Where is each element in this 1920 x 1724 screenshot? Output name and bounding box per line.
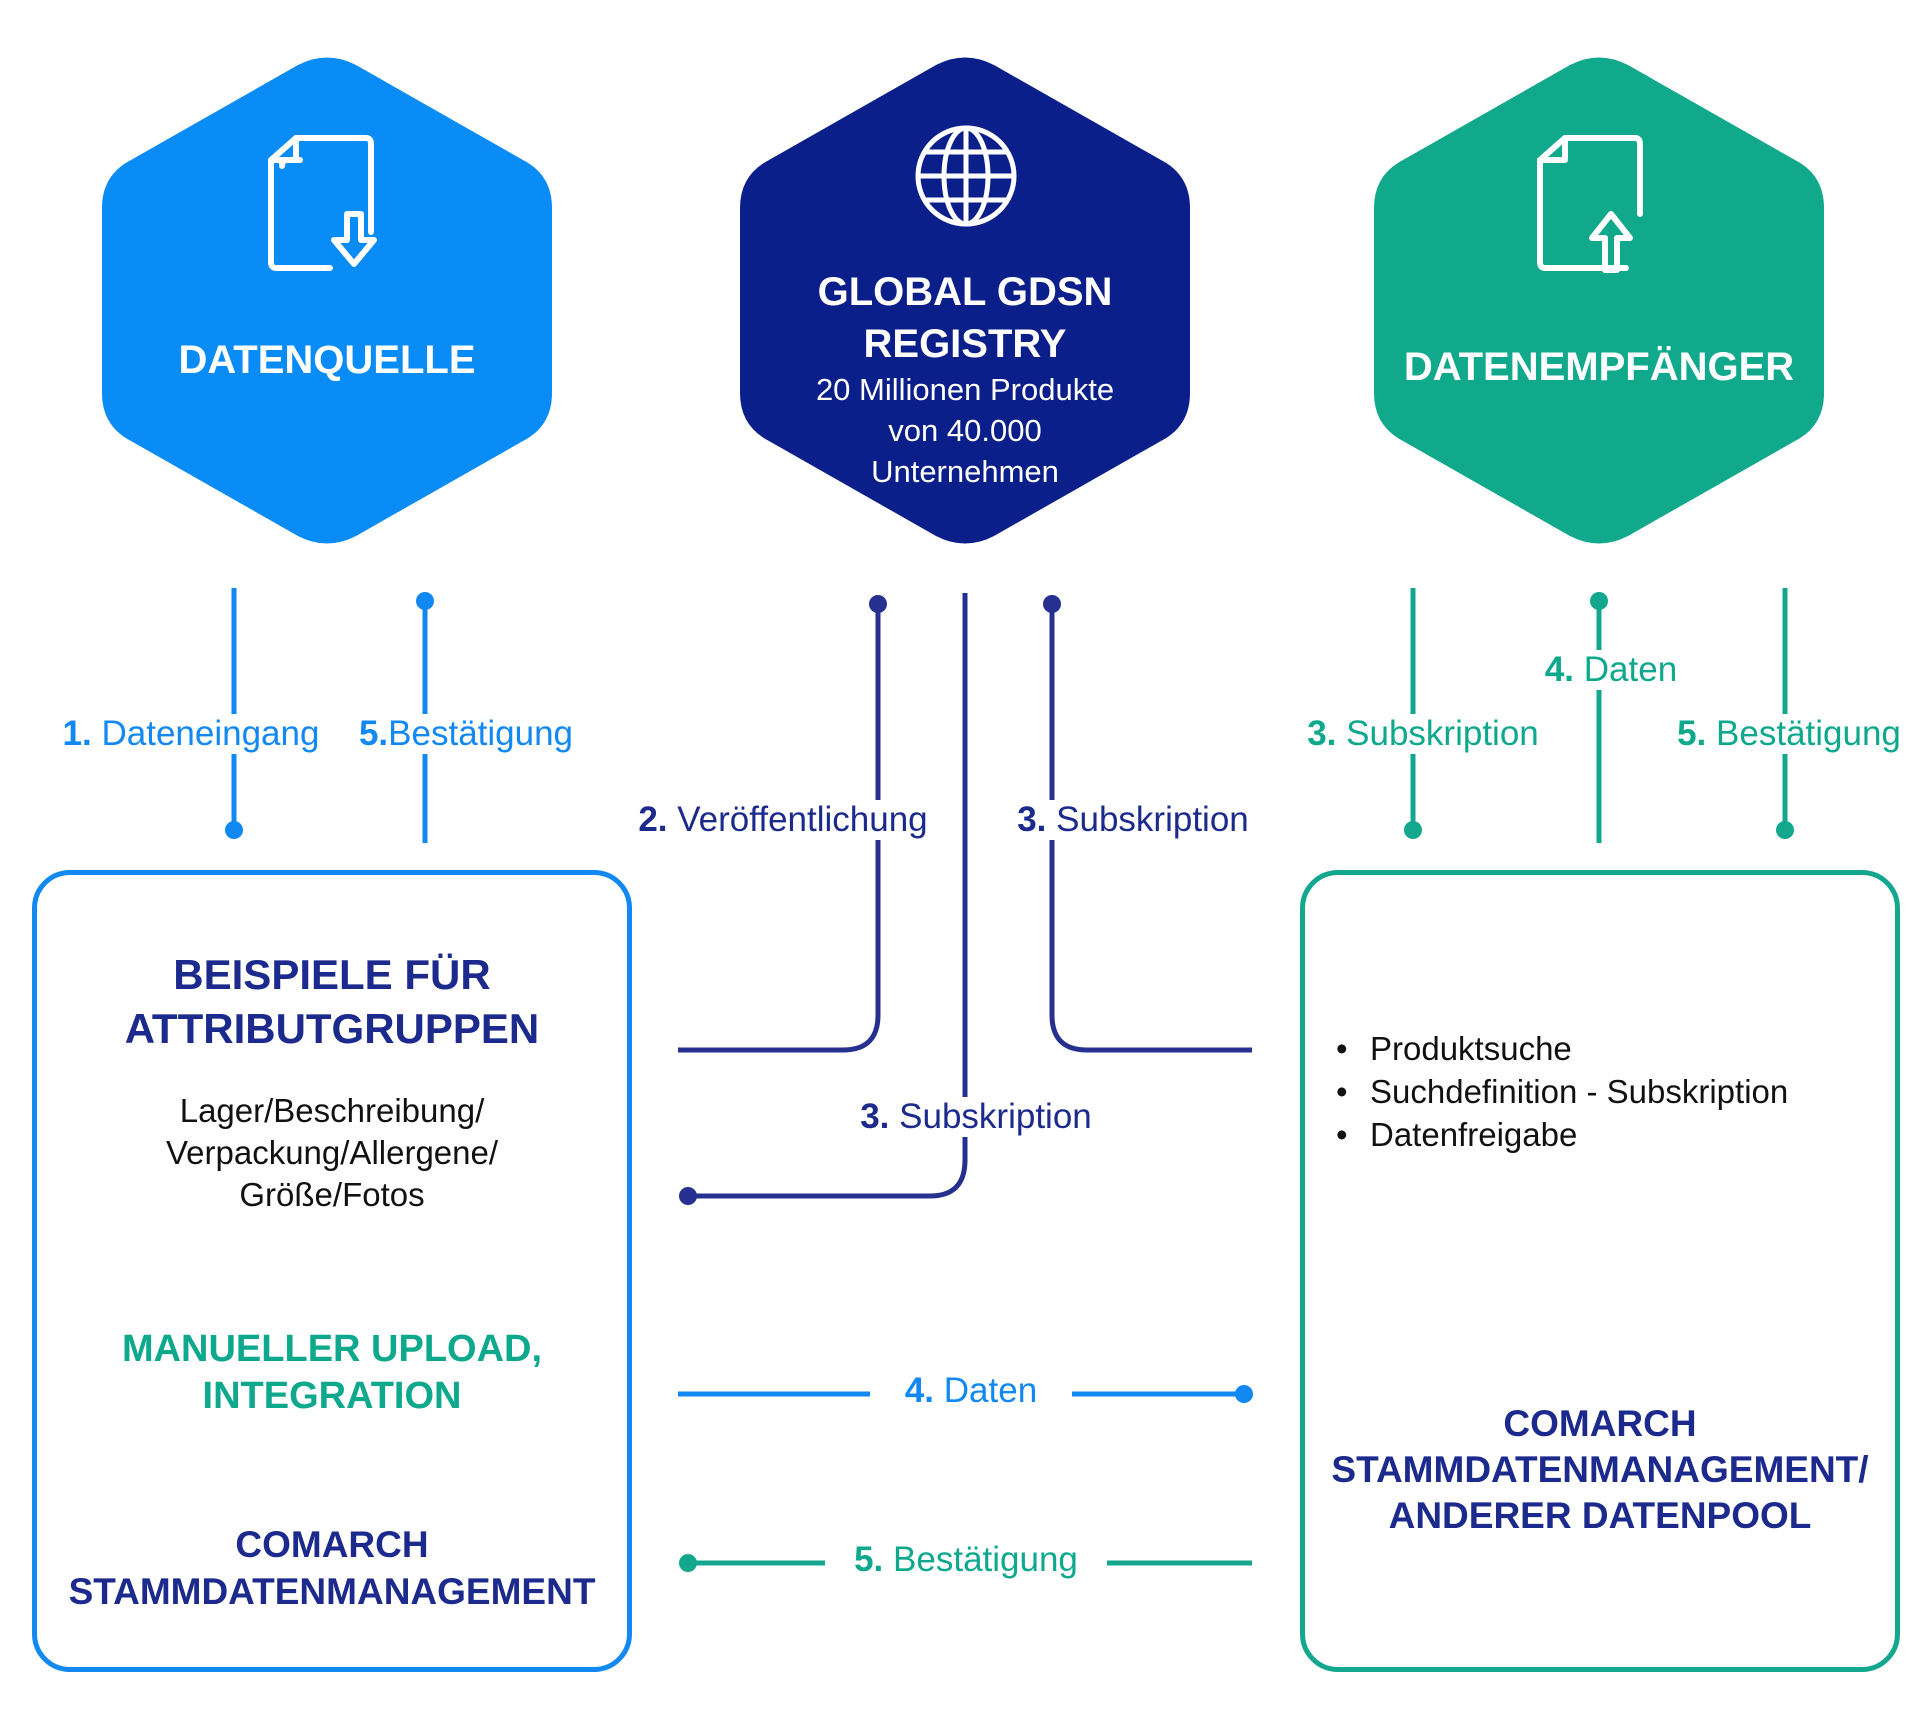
left-system-line1: COMARCH [235, 1524, 429, 1565]
document-upload-icon [1537, 135, 1643, 273]
bullet-glyph: • [1336, 1073, 1348, 1110]
datenempfaenger-label: DATENEMPFÄNGER [1403, 345, 1795, 389]
flow-number: 4. [1544, 650, 1575, 689]
globe-icon [915, 125, 1017, 227]
flow-number: 5. [358, 714, 389, 753]
hexagon-gdsn-registry [740, 57, 1190, 544]
flow-number: 5. [854, 1540, 884, 1579]
right-system-line2: STAMMDATENMANAGEMENT/ [1331, 1449, 1869, 1490]
registry-sub-line1: 20 Millionen Produkte [815, 372, 1115, 407]
examples-line2: Verpackung/Allergene/ [165, 1134, 499, 1171]
hexagon-datenquelle [102, 57, 552, 544]
connector-subskription-right [1404, 588, 1422, 839]
flow-label-subskription-center: 3. Subskription [992, 800, 1274, 840]
flow-label-subskription-lower: 3. Subskription [835, 1097, 1117, 1137]
flow-label-veroeffentlichung: 2. Veröffentlichung [612, 800, 954, 840]
flow-number: 3. [1307, 714, 1337, 753]
examples-line1: Lager/Beschreibung/ [179, 1092, 485, 1129]
flow-text: Dateneingang [101, 714, 320, 753]
upload-line1: MANUELLER UPLOAD, [121, 1328, 543, 1370]
list-item: • Suchdefinition - Subskription [1336, 1070, 1788, 1113]
flow-text: Veröffentlichung [677, 800, 928, 839]
flow-text: Daten [943, 1371, 1038, 1410]
connector-bestaetigung-right [1776, 588, 1794, 839]
hexagon-datenempfaenger [1374, 57, 1824, 544]
registry-sub-line2: von 40.000 [888, 413, 1042, 448]
connector-veroeffentlichung [678, 595, 887, 1053]
flow-text: Subskription [1056, 800, 1249, 839]
flow-label-bestaetigung-right: 5. Bestätigung [1652, 714, 1920, 754]
right-datenpool-box [1300, 870, 1900, 1672]
bullet-glyph: • [1336, 1030, 1348, 1067]
list-item-text: Suchdefinition - Subskription [1370, 1073, 1789, 1110]
right-system-line3: ANDERER DATENPOOL [1388, 1495, 1812, 1536]
datenquelle-label: DATENQUELLE [178, 338, 476, 382]
left-attribute-box [32, 870, 632, 1672]
connector-subskription-center [1043, 595, 1252, 1053]
left-box-title-line1: BEISPIELE FÜR [173, 951, 491, 998]
flow-text: Bestätigung [388, 714, 574, 753]
registry-title-line2: REGISTRY [863, 322, 1067, 366]
flow-text: Bestätigung [893, 1540, 1078, 1579]
examples-line3: Größe/Fotos [239, 1176, 425, 1213]
flow-label-dateneingang: 1. Dateneingang [40, 714, 342, 754]
connector-subskription-lower [679, 593, 968, 1205]
flow-number: 4. [904, 1371, 935, 1410]
list-item: • Datenfreigabe [1336, 1113, 1788, 1156]
flow-text: Daten [1583, 650, 1678, 689]
flow-label-daten-mid: 4. Daten [870, 1371, 1072, 1411]
right-feature-list: • Produktsuche • Suchdefinition - Subskrip… [1336, 1027, 1788, 1156]
bullet-glyph: • [1336, 1116, 1348, 1153]
registry-title-line1: GLOBAL GDSN [817, 270, 1113, 314]
registry-sub-line3: Unternehmen [871, 454, 1059, 489]
connector-dateneingang [225, 588, 243, 839]
upload-line2: INTEGRATION [202, 1375, 462, 1417]
flow-text: Subskription [899, 1097, 1092, 1136]
flow-text: Subskription [1346, 714, 1539, 753]
flow-label-bestaetigung-left: 5.Bestätigung [340, 714, 592, 754]
list-item-text: Produktsuche [1370, 1030, 1572, 1067]
connector-daten-right [1590, 592, 1608, 843]
left-box-title-line2: ATTRIBUTGRUPPEN [124, 1005, 540, 1052]
right-system-line1: COMARCH [1503, 1403, 1697, 1444]
flow-number: 1. [62, 714, 92, 753]
flow-number: 5. [1677, 714, 1707, 753]
flow-text: Bestätigung [1716, 714, 1901, 753]
list-item: • Produktsuche [1336, 1027, 1788, 1070]
list-item-text: Datenfreigabe [1370, 1116, 1578, 1153]
flow-number: 3. [1017, 800, 1047, 839]
flow-label-daten-right: 4. Daten [1520, 650, 1702, 690]
flow-label-bestaetigung-mid: 5. Bestätigung [825, 1540, 1107, 1580]
left-system-line2: STAMMDATENMANAGEMENT [68, 1571, 596, 1612]
flow-label-subskription-right: 3. Subskription [1282, 714, 1564, 754]
flow-number: 3. [860, 1097, 890, 1136]
flow-number: 2. [638, 800, 668, 839]
document-download-icon [268, 135, 377, 271]
